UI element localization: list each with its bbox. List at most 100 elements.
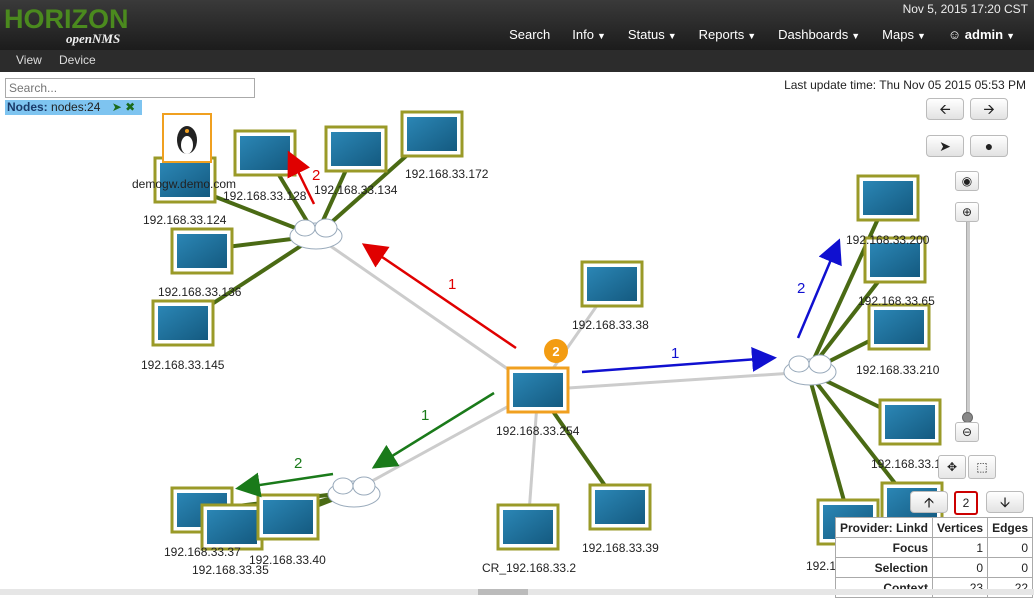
menu-search[interactable]: Search — [498, 27, 561, 42]
szl-decrease-button[interactable]: 🡫 — [986, 491, 1024, 513]
node-label: 192.168.33.37 — [164, 545, 241, 559]
node-icon[interactable] — [151, 299, 215, 347]
linux-node-icon[interactable] — [162, 113, 212, 163]
zoom-out-icon: ⊖ — [961, 425, 973, 439]
menu-reports-label: Reports — [698, 27, 745, 42]
location-arrow-icon[interactable]: ➤ — [111, 100, 122, 114]
menu-maps-label: Maps — [882, 27, 914, 42]
toggle-labels-button[interactable]: ◉ — [955, 171, 979, 191]
node-icon[interactable] — [324, 125, 388, 173]
annotation-label: 1 — [421, 407, 429, 424]
cloud-icon[interactable] — [289, 218, 343, 250]
menu-dashboards-label: Dashboards — [778, 27, 849, 42]
select-tool-button[interactable]: ⬚ — [968, 455, 996, 479]
provider-info-table: Provider: Linkd Vertices Edges Focus 1 0… — [834, 517, 1034, 598]
arrow-right-icon: 🡪 — [983, 101, 995, 117]
menu-view[interactable]: View — [16, 53, 42, 67]
zoom-out-button[interactable]: ⊖ — [955, 422, 979, 442]
node-label: 192.168.33.39 — [582, 541, 659, 555]
edge — [315, 234, 539, 392]
menu-search-label: Search — [509, 27, 551, 42]
node-icon[interactable] — [863, 236, 927, 284]
logo-main-text: HORIZON — [4, 4, 129, 34]
node-label: 192.168.33.124 — [143, 213, 227, 227]
node-icon[interactable] — [496, 503, 560, 551]
node-icon[interactable] — [200, 503, 264, 551]
annotation-label: 1 — [448, 276, 456, 293]
table-row: Focus 1 0 — [834, 537, 1034, 558]
node-label: 192.168.33.65 — [858, 294, 935, 308]
move-icon: ✥ — [946, 460, 958, 474]
node-icon[interactable] — [170, 227, 234, 275]
annotation-arrow — [235, 472, 334, 498]
show-focus-button[interactable]: ➤ — [926, 135, 964, 157]
node-label: 192.168.33.35 — [192, 563, 269, 577]
edges-cell: 0 — [987, 557, 1034, 578]
node-icon[interactable] — [816, 498, 880, 546]
row-label: Selection — [834, 557, 934, 578]
cloud-icon[interactable] — [327, 476, 381, 508]
menu-user[interactable]: ☺ admin▼ — [937, 27, 1026, 42]
node-icon[interactable] — [867, 303, 931, 351]
caret-down-icon: ▼ — [851, 31, 861, 41]
node-icon[interactable] — [153, 156, 217, 204]
cloud-icon[interactable] — [783, 354, 837, 386]
focus-node-icon[interactable] — [506, 366, 570, 414]
arrow-up-icon: 🡩 — [923, 494, 935, 510]
menu-user-label: admin — [964, 27, 1004, 42]
horizon-logo[interactable]: HORIZON openNMS — [4, 4, 144, 46]
node-icon[interactable] — [588, 483, 652, 531]
focus-badge: 2 — [544, 339, 568, 363]
node-icon[interactable] — [580, 260, 644, 308]
zoom-in-button[interactable]: ⊕ — [955, 202, 979, 222]
node-label: 192.168.33.40 — [249, 553, 326, 567]
arrow-down-icon: 🡫 — [999, 494, 1011, 510]
top-navbar: HORIZON openNMS Nov 5, 2015 17:20 CST Se… — [0, 0, 1034, 50]
node-label: 192.168.33.134 — [314, 183, 398, 197]
row-label: Focus — [834, 537, 934, 558]
node-icon[interactable] — [400, 110, 464, 158]
node-label: 192.168.33.38 — [572, 318, 649, 332]
history-back-button[interactable]: 🡨 — [926, 98, 964, 120]
pan-tool-button[interactable]: ✥ — [938, 455, 966, 479]
show-map-button[interactable]: ● — [970, 135, 1008, 157]
arrow-left-icon: 🡨 — [939, 101, 951, 117]
annotation-label: 1 — [671, 345, 679, 362]
table-header: Vertices — [932, 517, 989, 538]
caret-down-icon: ▼ — [667, 31, 677, 41]
szl-increase-button[interactable]: 🡩 — [910, 491, 948, 513]
close-icon[interactable]: ✖ — [125, 100, 136, 114]
node-label: 192.168.33.1 — [871, 457, 941, 471]
menu-device[interactable]: Device — [59, 53, 96, 67]
nodes-filter-label: Nodes: — [7, 100, 48, 114]
menu-info[interactable]: Info▼ — [561, 27, 617, 42]
menu-status-label: Status — [627, 27, 665, 42]
logo-sub-text: openNMS — [66, 31, 121, 46]
node-label: 192.168.33.254 — [496, 424, 580, 438]
menu-status[interactable]: Status▼ — [617, 27, 688, 42]
table-header: Edges — [987, 517, 1034, 538]
menu-maps[interactable]: Maps▼ — [871, 27, 937, 42]
eye-icon: ◉ — [961, 174, 973, 188]
node-icon[interactable] — [878, 398, 942, 446]
history-forward-button[interactable]: 🡪 — [970, 98, 1008, 120]
horizontal-scrollbar[interactable] — [0, 589, 1034, 595]
annotation-label: 2 — [312, 167, 320, 184]
annotation-label: 2 — [294, 455, 302, 472]
annotation-arrow — [361, 243, 517, 350]
node-icon[interactable] — [233, 129, 297, 177]
search-input[interactable] — [5, 78, 255, 98]
zoom-slider[interactable] — [966, 222, 970, 417]
scrollbar-thumb[interactable] — [478, 589, 528, 595]
annotation-arrow — [796, 238, 842, 339]
node-icon[interactable] — [256, 493, 320, 541]
table-row: Selection 0 0 — [834, 557, 1034, 578]
node-icon[interactable] — [856, 174, 920, 222]
edges-cell: 0 — [987, 537, 1034, 558]
marquee-select-icon: ⬚ — [976, 460, 988, 474]
menu-dashboards[interactable]: Dashboards▼ — [767, 27, 871, 42]
annotation-arrow — [371, 391, 495, 469]
menu-reports[interactable]: Reports▼ — [688, 27, 767, 42]
svg-text:2: 2 — [552, 344, 559, 359]
